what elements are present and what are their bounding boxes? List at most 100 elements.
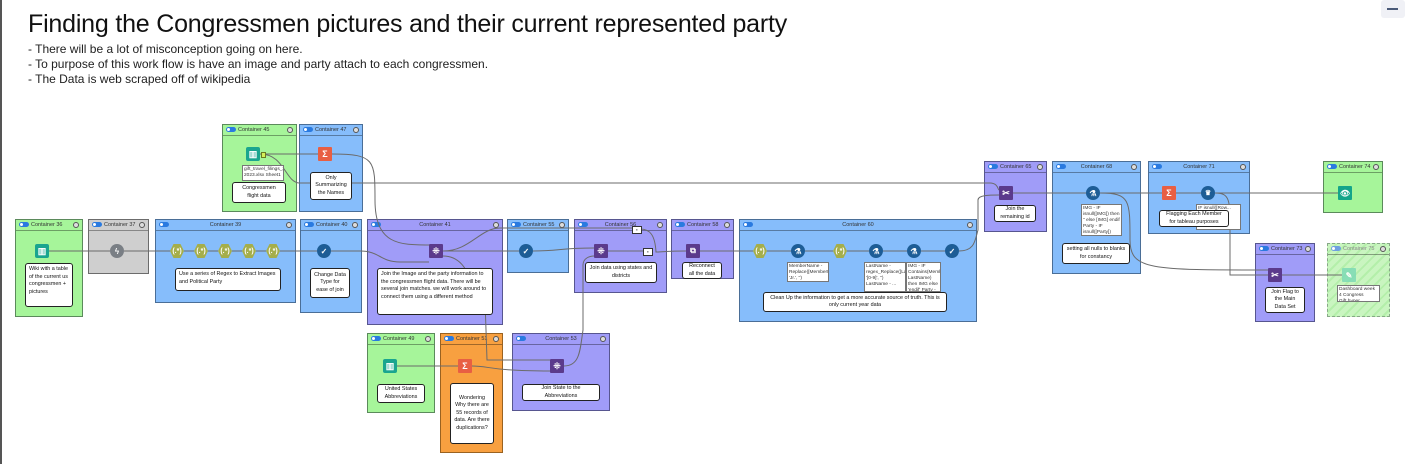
- output-anchor[interactable]: [261, 152, 266, 158]
- browse-icon[interactable]: 👁: [1338, 186, 1352, 200]
- toggle-icon[interactable]: [92, 222, 102, 227]
- container-note: United States Abbreviations: [377, 384, 425, 403]
- collapse-icon[interactable]: [352, 222, 358, 228]
- collapse-icon[interactable]: [1240, 164, 1246, 170]
- toggle-icon[interactable]: [371, 222, 381, 227]
- collapse-icon[interactable]: [73, 222, 79, 228]
- tool-annotation: LastName - regex_Replace([LastName], '[0…: [864, 262, 906, 292]
- container-title: Container 74: [1339, 164, 1371, 170]
- summarize-icon[interactable]: Σ: [318, 147, 332, 161]
- toggle-icon[interactable]: [578, 222, 588, 227]
- container-note: Reconnect all the data: [682, 262, 722, 279]
- collapse-icon[interactable]: [1373, 164, 1379, 170]
- container-note: Join the Image and the party information…: [377, 268, 493, 315]
- regex-icon[interactable]: (.*): [753, 244, 767, 258]
- collapse-icon[interactable]: [139, 222, 145, 228]
- workflow-description: - There will be a lot of misconception g…: [28, 42, 488, 87]
- join-icon[interactable]: ⁜: [594, 244, 608, 258]
- input-data-icon[interactable]: ▥: [383, 359, 397, 373]
- formula-icon[interactable]: ⚗: [869, 244, 883, 258]
- toggle-icon[interactable]: [1331, 246, 1341, 251]
- union-mini-icon[interactable]: ▪: [632, 226, 642, 234]
- container-note: Flagging Each Member for tableau purpose…: [1159, 210, 1229, 227]
- container-note: Clean Up the information to get a more a…: [763, 292, 947, 312]
- tool-annotation: MemberName - Replace([MemberName], 'Jr.'…: [787, 262, 829, 282]
- toggle-icon[interactable]: [1056, 164, 1066, 169]
- dynamic-input-icon[interactable]: ϟ: [110, 244, 124, 258]
- regex-icon[interactable]: (.*): [266, 244, 280, 258]
- summarize-icon[interactable]: Σ: [458, 359, 472, 373]
- union-mini-icon[interactable]: ▪: [643, 248, 653, 256]
- output-data-icon[interactable]: ✎: [1342, 268, 1356, 282]
- select-icon[interactable]: ✓: [519, 244, 533, 258]
- collapse-icon[interactable]: [559, 222, 565, 228]
- collapse-icon[interactable]: [287, 127, 293, 133]
- union-icon[interactable]: ⧉: [686, 244, 700, 258]
- toggle-icon[interactable]: [1327, 164, 1337, 169]
- regex-icon[interactable]: (.*): [170, 244, 184, 258]
- summarize-icon[interactable]: Σ: [1162, 186, 1176, 200]
- toggle-icon[interactable]: [304, 222, 314, 227]
- collapse-icon[interactable]: [353, 127, 359, 133]
- container-title: Container 39: [209, 222, 242, 228]
- container-title: Container 51: [456, 336, 488, 342]
- toggle-icon[interactable]: [988, 164, 998, 169]
- formula-icon[interactable]: ⚗: [1086, 186, 1100, 200]
- formula-icon[interactable]: ⚗: [907, 244, 921, 258]
- toggle-icon[interactable]: [511, 222, 521, 227]
- collapse-icon[interactable]: [493, 336, 499, 342]
- toggle-icon[interactable]: [444, 336, 454, 341]
- input-data-icon[interactable]: ▥: [35, 244, 49, 258]
- collapse-icon[interactable]: [286, 222, 292, 228]
- collapse-button[interactable]: [1381, 0, 1405, 18]
- description-line: - The Data is web scraped off of wikiped…: [28, 72, 251, 86]
- join-icon[interactable]: ✂: [1268, 268, 1282, 282]
- collapse-icon[interactable]: [1305, 246, 1311, 252]
- container-title: Container 68: [1080, 164, 1113, 170]
- collapse-icon[interactable]: [1131, 164, 1137, 170]
- container-note: Join the remaining id: [994, 205, 1036, 222]
- join-icon[interactable]: ⁜: [429, 244, 443, 258]
- collapse-icon[interactable]: [724, 222, 730, 228]
- toggle-icon[interactable]: [743, 222, 753, 227]
- toggle-icon[interactable]: [516, 336, 526, 341]
- toggle-icon[interactable]: [19, 222, 29, 227]
- toggle-icon[interactable]: [675, 222, 685, 227]
- container-note: setting all nulls to blanks for constanc…: [1062, 243, 1130, 264]
- collapse-icon[interactable]: [493, 222, 499, 228]
- container-title: Container 60: [842, 222, 874, 228]
- formula-icon[interactable]: ⚗: [791, 244, 805, 258]
- input-data-icon[interactable]: ▥: [246, 147, 260, 161]
- container-74[interactable]: Container 74: [1323, 161, 1383, 213]
- toggle-icon[interactable]: [226, 127, 236, 132]
- join-icon[interactable]: ✂: [999, 186, 1013, 200]
- collapse-icon[interactable]: [1037, 164, 1043, 170]
- toggle-icon[interactable]: [371, 336, 381, 341]
- collapse-icon[interactable]: [657, 222, 663, 228]
- container-55[interactable]: Container 55: [507, 219, 569, 273]
- collapse-icon[interactable]: [600, 336, 606, 342]
- container-title: Container 58: [687, 222, 719, 228]
- toggle-icon[interactable]: [303, 127, 313, 132]
- select-icon[interactable]: ✓: [317, 244, 331, 258]
- container-title: Container 71: [1183, 164, 1215, 170]
- container-title: Container 37: [104, 222, 136, 228]
- select-icon[interactable]: ✓: [945, 244, 959, 258]
- collapse-icon[interactable]: [967, 222, 973, 228]
- tool-annotation: IMG - IF isnull([IMG]) then '' else [IMG…: [1081, 204, 1122, 236]
- multi-row-formula-icon[interactable]: ♛: [1201, 186, 1215, 200]
- collapse-icon[interactable]: [425, 336, 431, 342]
- container-title: Container 73: [1271, 246, 1303, 252]
- toggle-icon[interactable]: [1259, 246, 1269, 251]
- join-icon[interactable]: ⁜: [550, 359, 564, 373]
- toggle-icon[interactable]: [159, 222, 169, 227]
- container-75[interactable]: Container 75: [1327, 243, 1390, 317]
- tool-annotation: IMG - IF Contains(MemberName, LastName) …: [906, 262, 941, 292]
- container-note: Wondering Why there are 55 records of da…: [450, 383, 494, 444]
- container-note: Use a series of Regex to Extract Images …: [175, 268, 281, 291]
- collapse-icon[interactable]: [1380, 246, 1386, 252]
- container-title: Container 55: [523, 222, 555, 228]
- toggle-icon[interactable]: [1152, 164, 1162, 169]
- container-title: Container 47: [315, 127, 347, 133]
- container-40[interactable]: Container 40: [300, 219, 362, 313]
